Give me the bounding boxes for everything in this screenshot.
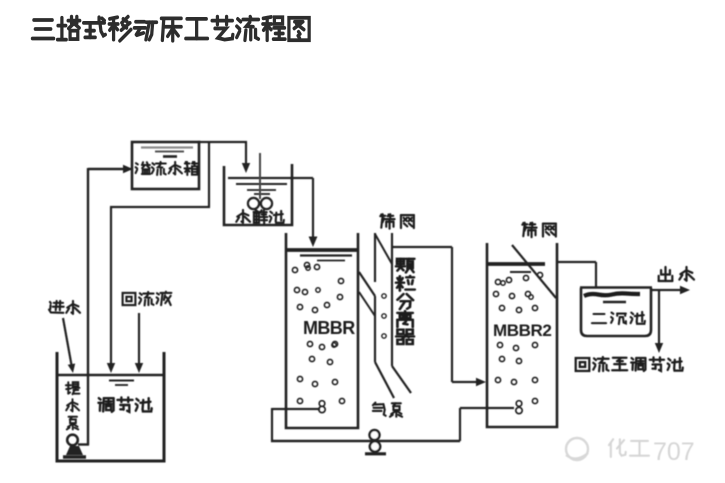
svg-text:MBBR2: MBBR2 [493, 321, 551, 340]
svg-text:707: 707 [653, 438, 695, 466]
svg-text:MBBR: MBBR [303, 318, 355, 338]
